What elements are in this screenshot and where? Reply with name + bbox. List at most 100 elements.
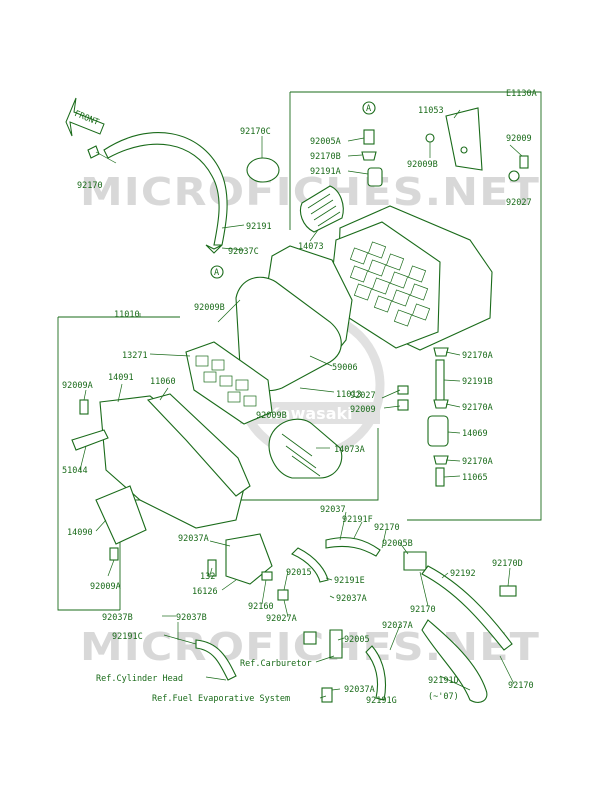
frame-inner: [119, 428, 379, 610]
part-label: 92170C: [240, 127, 271, 137]
part-label: 92170A: [462, 351, 493, 361]
separator-14069: [427, 415, 449, 447]
part-label: 92009B: [256, 411, 287, 421]
hose-92191b: [435, 359, 445, 401]
part-label: 11053: [418, 106, 444, 116]
ref-cylinder-head-label: Ref.Cylinder Head: [96, 674, 183, 684]
hose-92191f: [325, 537, 381, 557]
marker-a-left: A: [210, 265, 224, 279]
part-label: 92009: [506, 134, 532, 144]
seal-11060: [146, 393, 251, 497]
hose-92191g: [365, 645, 387, 701]
plug-92005a: [363, 129, 375, 145]
part-label: 14073A: [334, 445, 365, 455]
leader-lines: [79, 109, 523, 701]
marker-a-left-text: A: [214, 268, 219, 278]
clip-92170d: [499, 585, 517, 597]
diagram-code: E1130A: [506, 89, 537, 99]
part-label: 92192: [450, 569, 476, 579]
part-label: 92170A: [462, 457, 493, 467]
part-label: 14091: [108, 373, 134, 383]
part-label: 92160: [248, 602, 274, 612]
marker-a-top: A: [362, 101, 376, 115]
washer-92160: [261, 571, 273, 581]
part-label: 13271: [122, 351, 148, 361]
pipe-92005: [329, 629, 343, 659]
part-label: 92037A: [336, 594, 367, 604]
part-label: 92170A: [462, 403, 493, 413]
part-label: 92170: [410, 605, 436, 615]
part-label: 92027: [350, 391, 376, 401]
part-label: 132: [200, 572, 215, 582]
part-label: 92009A: [62, 381, 93, 391]
washer-92027-mid: [397, 385, 409, 395]
bracket-11053: [445, 107, 483, 171]
part-label: 92009B: [407, 160, 438, 170]
part-label: 92170B: [310, 152, 341, 162]
part-label: 14073: [298, 242, 324, 252]
front-arrow-icon: FRONT: [65, 97, 105, 137]
bolt-92009b-top: [425, 133, 435, 143]
part-label: 92015: [286, 568, 312, 578]
bolt-92009-right: [519, 155, 529, 169]
clip-92170a-2: [433, 399, 449, 409]
fitting-92037a-lower: [321, 687, 333, 703]
bolt-92009-mid: [397, 399, 409, 411]
ref-fuel-evaporative-label: Ref.Fuel Evaporative System: [152, 694, 290, 704]
hose-clip-92037c: [205, 244, 223, 254]
part-label: 92191G: [366, 696, 397, 706]
part-label: 92009: [350, 405, 376, 415]
hose-92191a: [367, 167, 383, 187]
part-label: 92005: [344, 635, 370, 645]
part-label: 11013: [336, 390, 362, 400]
hose-92191c: [195, 639, 237, 681]
part-label: 14090: [67, 528, 93, 538]
part-label: 16126: [192, 587, 218, 597]
part-label: 92005B: [382, 539, 413, 549]
part-label: 92005A: [310, 137, 341, 147]
part-label: 92170: [374, 523, 400, 533]
holder-grid-13271: [185, 341, 273, 425]
air-duct-14073: [299, 185, 344, 233]
part-label: 11060: [150, 377, 176, 387]
reference-labels: Ref.Carburetor Ref.Cylinder Head Ref.Fue…: [96, 659, 312, 704]
bolt-92009a-upper: [79, 399, 89, 415]
part-label: 92027A: [266, 614, 297, 624]
part-label: 92191B: [462, 377, 493, 387]
part-label: 92037: [320, 505, 346, 515]
hose-clip-92170: [87, 145, 100, 159]
fitting-92037a-mid: [303, 631, 317, 645]
part-label: 92170: [508, 681, 534, 691]
duct-14073a: [268, 418, 343, 479]
part-label: 92191E: [334, 576, 365, 586]
part-label: 51044: [62, 466, 88, 476]
clip-92170b: [361, 151, 377, 161]
part-label: 92191D: [428, 676, 459, 686]
part-label: (~'07): [428, 692, 459, 702]
part-label: 14069: [462, 429, 488, 439]
part-label: 92009B: [194, 303, 225, 313]
marker-a-top-text: A: [366, 104, 371, 114]
hose-92191d: [421, 619, 488, 703]
part-label: 92170D: [492, 559, 523, 569]
part-label: 92191A: [310, 167, 341, 177]
bolt-92009a-lower: [109, 547, 119, 561]
clip-92170a-3: [433, 455, 449, 465]
hose-92192: [421, 565, 513, 651]
hose-92191e: [291, 547, 329, 583]
part-label: 92037B: [176, 613, 207, 623]
part-label: 92037C: [228, 247, 259, 257]
part-label: 92191C: [112, 632, 143, 642]
clamp-92170c: [246, 157, 280, 183]
part-label: 92037A: [382, 621, 413, 631]
ref-carburetor-label: Ref.Carburetor: [240, 659, 312, 669]
part-label: 59006: [332, 363, 358, 373]
clip-92015: [277, 589, 289, 601]
tee-92005b: [403, 551, 427, 571]
valve-16126: [225, 533, 273, 585]
part-label: 92027: [506, 198, 532, 208]
drain-51044: [71, 429, 109, 451]
frame-left: [57, 317, 120, 611]
cover-grid: [349, 241, 431, 327]
